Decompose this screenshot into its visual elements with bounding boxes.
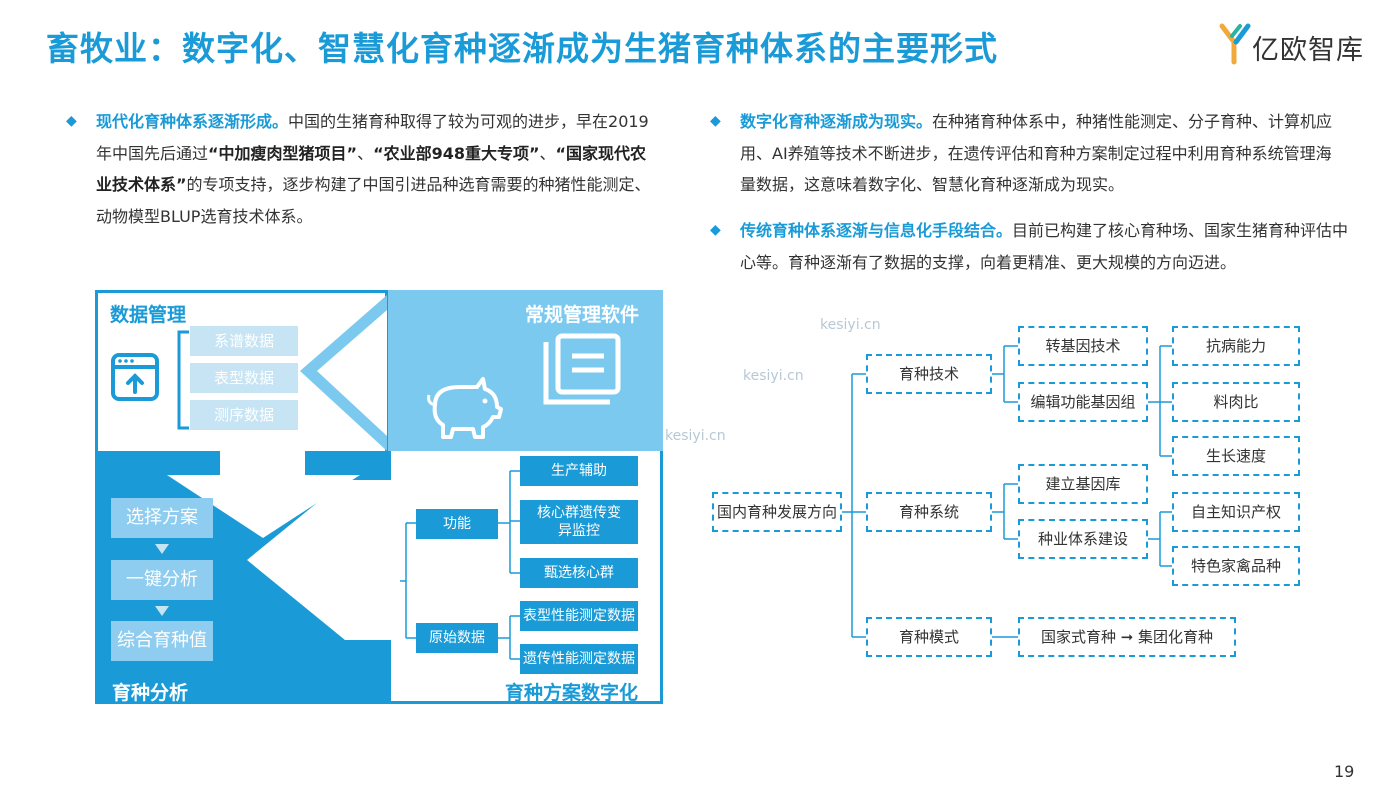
bracket — [177, 330, 189, 430]
tree-tech: 育种技术 — [866, 354, 992, 394]
left-para-text: 中国的生猪育种取得了较为可观的进步，早在2019年中国先后通过 — [96, 112, 649, 163]
arrow-left-top-inner — [317, 310, 387, 436]
breeding-system-diagram: 数据管理 系谱数据 表型数据 测序数据 常规管理软件 选择方案 一键分析 综合育… — [95, 290, 663, 704]
arrow-left-bottom — [247, 480, 391, 640]
step-one-click: 一键分析 — [111, 560, 213, 600]
document-stack-icon — [543, 333, 621, 405]
diamond-bullet-icon: ◆ — [710, 222, 721, 238]
raw-phenotype-data: 表型性能测定数据 — [520, 601, 638, 631]
tree-disease-resistance: 抗病能力 — [1172, 326, 1300, 366]
tree-transgenic: 转基因技术 — [1018, 326, 1148, 366]
step-select-plan: 选择方案 — [111, 498, 213, 538]
flow-arrows — [167, 295, 391, 640]
page-title: 畜牧业：数字化、智慧化育种逐渐成为生猪育种体系的主要形式 — [46, 29, 998, 68]
watermark: kesiyi.cn — [743, 368, 804, 384]
tree-seed-system: 种业体系建设 — [1018, 519, 1148, 559]
tree-connectors — [841, 345, 1172, 638]
breeding-analysis-label: 育种分析 — [112, 682, 189, 704]
left-para-sep: 、 — [539, 143, 556, 163]
browser-upload-icon — [111, 353, 159, 401]
left-para-project-3: “国家现代农业技术体系” — [96, 143, 647, 195]
data-mgmt-label: 数据管理 — [110, 304, 187, 326]
tree-system: 育种系统 — [866, 492, 992, 532]
function-production-aid: 生产辅助 — [520, 456, 638, 486]
page-number: 19 — [1334, 762, 1355, 781]
left-para-text: 的专项支持，逐步构建了中国引进品种选育需要的种猪性能测定、动物模型BLUP选育技… — [96, 175, 651, 226]
tree-gene-bank: 建立基因库 — [1018, 464, 1148, 504]
watermark: kesiyi.cn — [665, 428, 726, 444]
watermark: kesiyi.cn — [820, 317, 881, 333]
software-label: 常规管理软件 — [525, 304, 640, 326]
step-breeding-value: 综合育种值 — [111, 621, 213, 661]
tree-root: 国内育种发展方向 — [712, 492, 842, 532]
logo: 亿欧智库 — [1218, 22, 1368, 66]
right-para1-text: 在种猪育种体系中，种猪性能测定、分子育种、计算机应用、AI养殖等技术不断进步，在… — [740, 112, 1333, 194]
data-item-sequencing: 测序数据 — [190, 400, 298, 430]
left-paragraph: ◆ 现代化育种体系逐渐形成。中国的生猪育种取得了较为可观的进步，早在2019年中… — [66, 106, 661, 232]
right-paragraph-2: ◆ 传统育种体系逐渐与信息化手段结合。目前已构建了核心育种场、国家生猪育种评估中… — [710, 215, 1350, 278]
function-select-core: 甄选核心群 — [520, 558, 638, 588]
diamond-bullet-icon: ◆ — [710, 113, 721, 129]
pig-icon — [427, 377, 503, 439]
breeding-direction-tree: 国内育种发展方向 育种技术 育种系统 育种模式 转基因技术 编辑功能基因组 抗病… — [700, 320, 1320, 670]
right-para2-lead: 传统育种体系逐渐与信息化手段结合。 — [740, 221, 1013, 240]
left-para-project-1: “中加瘦肉型猪项目” — [208, 143, 358, 163]
right-para1-lead: 数字化育种逐渐成为现实。 — [740, 112, 933, 131]
left-para-project-2: “农业部948重大专项” — [373, 143, 540, 163]
right-paragraph-1: ◆ 数字化育种逐渐成为现实。在种猪育种体系中，种猪性能测定、分子育种、计算机应用… — [710, 106, 1340, 201]
function-node: 功能 — [416, 509, 498, 539]
logo-text: 亿欧智库 — [1252, 35, 1364, 66]
left-para-sep: 、 — [357, 143, 374, 163]
step-arrow-icon — [155, 544, 169, 554]
tree-gene-editing: 编辑功能基因组 — [1018, 382, 1148, 422]
tree-feed-ratio: 料肉比 — [1172, 382, 1300, 422]
raw-genetic-data: 遗传性能测定数据 — [520, 644, 638, 674]
logo-mark-icon — [1219, 23, 1251, 65]
left-para-lead: 现代化育种体系逐渐形成。 — [96, 112, 289, 131]
data-item-pedigree: 系谱数据 — [190, 326, 298, 356]
tree-poultry: 特色家禽品种 — [1172, 546, 1300, 586]
data-item-phenotype: 表型数据 — [190, 363, 298, 393]
function-core-monitor: 核心群遗传变异监控 — [520, 500, 638, 544]
right-para2-text: 目前已构建了核心育种场、国家生猪育种评估中心等。育种逐渐有了数据的支撑，向着更精… — [740, 221, 1349, 272]
step-arrow-icon — [155, 606, 169, 616]
diamond-bullet-icon: ◆ — [66, 113, 77, 129]
plan-digital-label: 育种方案数字化 — [505, 682, 639, 704]
tree-ip: 自主知识产权 — [1172, 492, 1300, 532]
arrow-down — [167, 451, 360, 538]
raw-data-node: 原始数据 — [416, 623, 498, 653]
plan-connectors — [400, 470, 520, 660]
tree-mode-shift: 国家式育种 ➞ 集团化育种 — [1018, 617, 1236, 657]
tree-growth-rate: 生长速度 — [1172, 436, 1300, 476]
tree-mode: 育种模式 — [866, 617, 992, 657]
